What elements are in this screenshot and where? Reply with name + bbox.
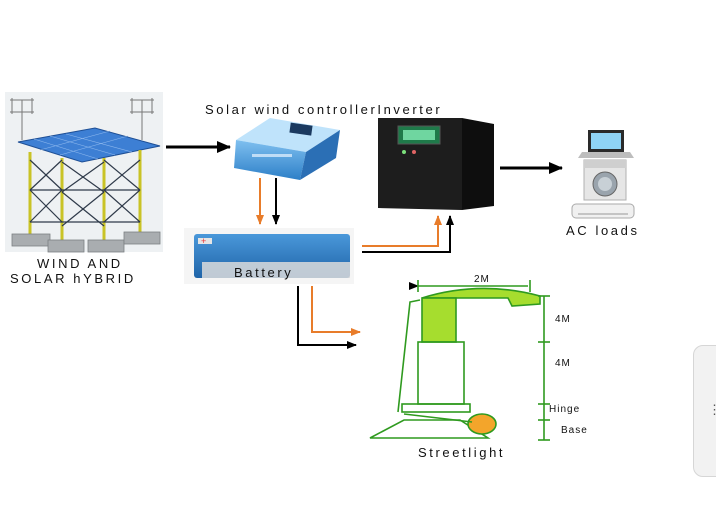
inverter-icon xyxy=(376,116,498,214)
street-light-icon xyxy=(369,280,550,441)
source-label-line1: WIND AND xyxy=(37,256,123,271)
hinge-label: Hinge xyxy=(549,404,581,415)
controller-inverter-label: Solar wind controllerInverter xyxy=(205,102,443,117)
controller-icon xyxy=(234,118,340,180)
battery-icon: + xyxy=(184,228,354,284)
laptop-icon xyxy=(578,130,634,158)
grip-icon[interactable]: ⋮⋮ xyxy=(708,402,716,417)
dimension-upper-label: 4M xyxy=(555,314,571,325)
battery-terminal: + xyxy=(201,236,206,246)
air-conditioner-icon xyxy=(571,203,635,219)
dimension-lower-label: 4M xyxy=(555,358,571,369)
base-label: Base xyxy=(561,425,588,436)
source-label-line2: SOLAR hYBRID xyxy=(10,271,136,286)
battery-label: Battery xyxy=(234,265,294,280)
ac-loads-label: AC loads xyxy=(566,223,640,238)
side-panel-handle[interactable] xyxy=(693,345,716,477)
washing-machine-icon xyxy=(583,159,627,201)
street-light-label: Streetlight xyxy=(418,445,506,460)
arrows xyxy=(166,141,563,349)
dimension-width-label: 2M xyxy=(474,274,490,285)
wind-solar-tower-icon xyxy=(5,92,163,253)
